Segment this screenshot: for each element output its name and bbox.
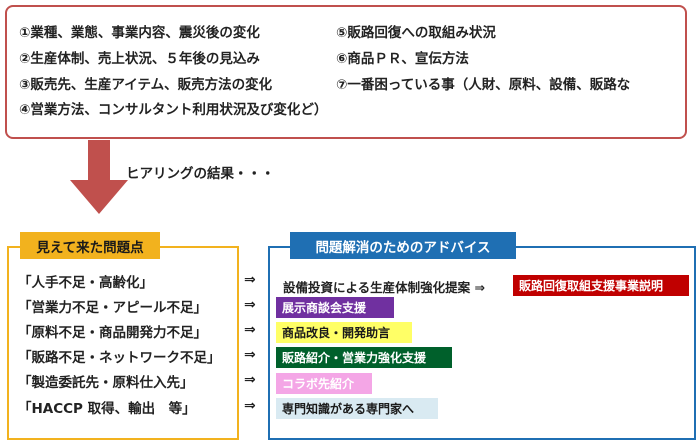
advice-chip-exhibition: 展示商談会支援 [276, 297, 394, 318]
implies-arrow-icon: ⇒ [244, 272, 256, 288]
problem-item: 「製造委託先・原料仕入先」 [18, 375, 194, 391]
implies-arrow-icon: ⇒ [244, 322, 256, 338]
advice-chip-collaboration: コラボ先紹介 [276, 373, 372, 394]
problem-item: 「HACCP 取得、輸出 等」 [18, 401, 196, 417]
hearing-items-box [5, 5, 687, 139]
advice-chip-product-improvement: 商品改良・開発助言 [276, 322, 412, 343]
hearing-item: ③販売先、生産アイテム、販売方法の変化 [19, 77, 273, 93]
advice-chip-expert: 専門知識がある専門家へ [276, 398, 438, 419]
implies-arrow-icon: ⇒ [244, 347, 256, 363]
problem-item: 「営業力不足・アピール不足」 [18, 300, 207, 316]
problem-item: 「人手不足・高齢化」 [18, 275, 153, 291]
problems-box [7, 246, 239, 440]
advice-chip-sales-recovery: 販路回復取組支援事業説明 [513, 275, 689, 296]
down-arrow-shaft [88, 140, 110, 182]
hearing-item: ⑦一番困っている事（人財、原料、設備、販路な [336, 77, 631, 93]
hearing-result-text: ヒアリングの結果・・・ [126, 166, 275, 182]
hearing-item: ②生産体制、売上状況、５年後の見込み [19, 51, 260, 67]
implies-arrow-icon: ⇒ [244, 398, 256, 414]
hearing-item: ⑤販路回復への取組み状況 [336, 25, 496, 41]
hearing-item: ①業種、業態、事業内容、震災後の変化 [19, 25, 260, 41]
equipment-proposal-text: 設備投資による生産体制強化提案 ⇒ [283, 280, 485, 295]
down-arrow-icon [70, 180, 128, 214]
implies-arrow-icon: ⇒ [244, 372, 256, 388]
advice-title: 問題解消のためのアドバイス [290, 232, 516, 259]
hearing-item: ④営業方法、コンサルタント利用状況及び変化ど） [19, 102, 328, 118]
problem-item: 「販路不足・ネットワーク不足」 [18, 350, 221, 366]
advice-chip-sales-introduction: 販路紹介・営業力強化支援 [276, 347, 452, 368]
problems-title: 見えて来た問題点 [20, 232, 160, 259]
implies-arrow-icon: ⇒ [244, 297, 256, 313]
problem-item: 「原料不足・商品開発力不足」 [18, 325, 207, 341]
hearing-item: ⑥商品ＰＲ、宣伝方法 [336, 51, 469, 67]
